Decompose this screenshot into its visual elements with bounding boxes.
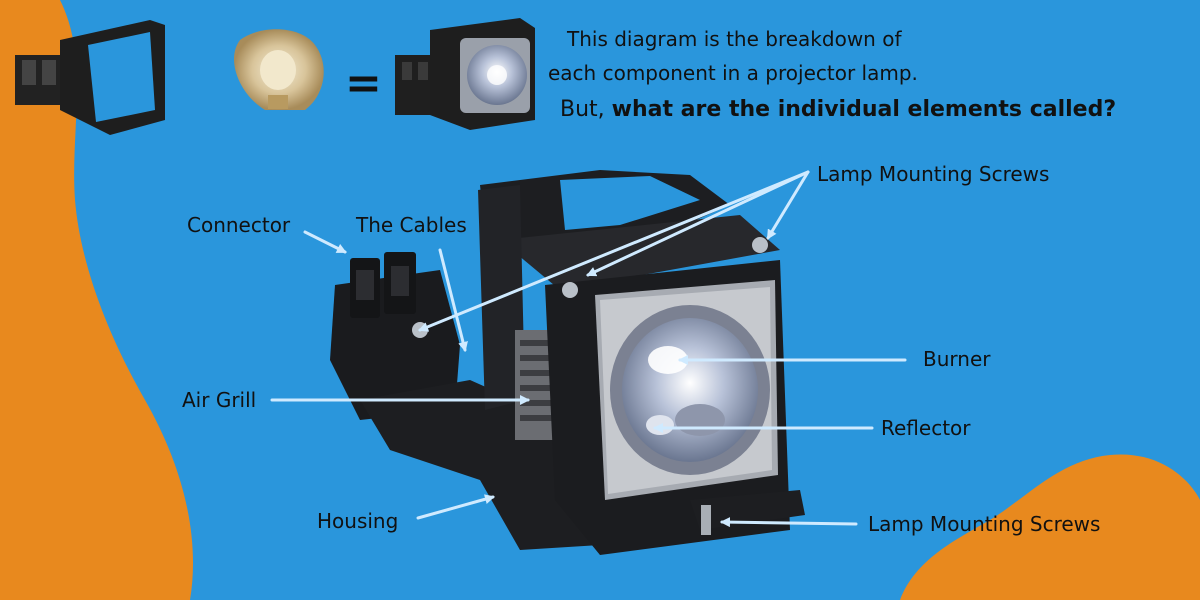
question-prefix: But, [560,97,612,122]
label-housing: Housing [317,509,398,533]
label-lamp-mounting-screws-top: Lamp Mounting Screws [817,162,1049,186]
label-the-cables: The Cables [356,213,467,237]
label-burner: Burner [923,347,990,371]
arrow-housing [418,497,493,518]
arrow-connector [305,232,345,252]
label-lamp-mounting-screws-bottom: Lamp Mounting Screws [868,512,1100,536]
equals-sign: = [345,58,382,109]
question-bold: what are the individual elements called? [612,97,1116,122]
label-reflector: Reflector [881,416,971,440]
intro-line-2: each component in a projector lamp. [548,60,918,86]
burner-icon [234,29,324,110]
intro-line-1: This diagram is the breakdown of [567,26,901,52]
question: But, what are the individual elements ca… [560,97,1116,122]
label-air-grill: Air Grill [182,388,256,412]
arrow-screws-bottom [722,522,856,524]
label-connector: Connector [187,213,290,237]
assembled-lamp-icon [395,18,535,130]
